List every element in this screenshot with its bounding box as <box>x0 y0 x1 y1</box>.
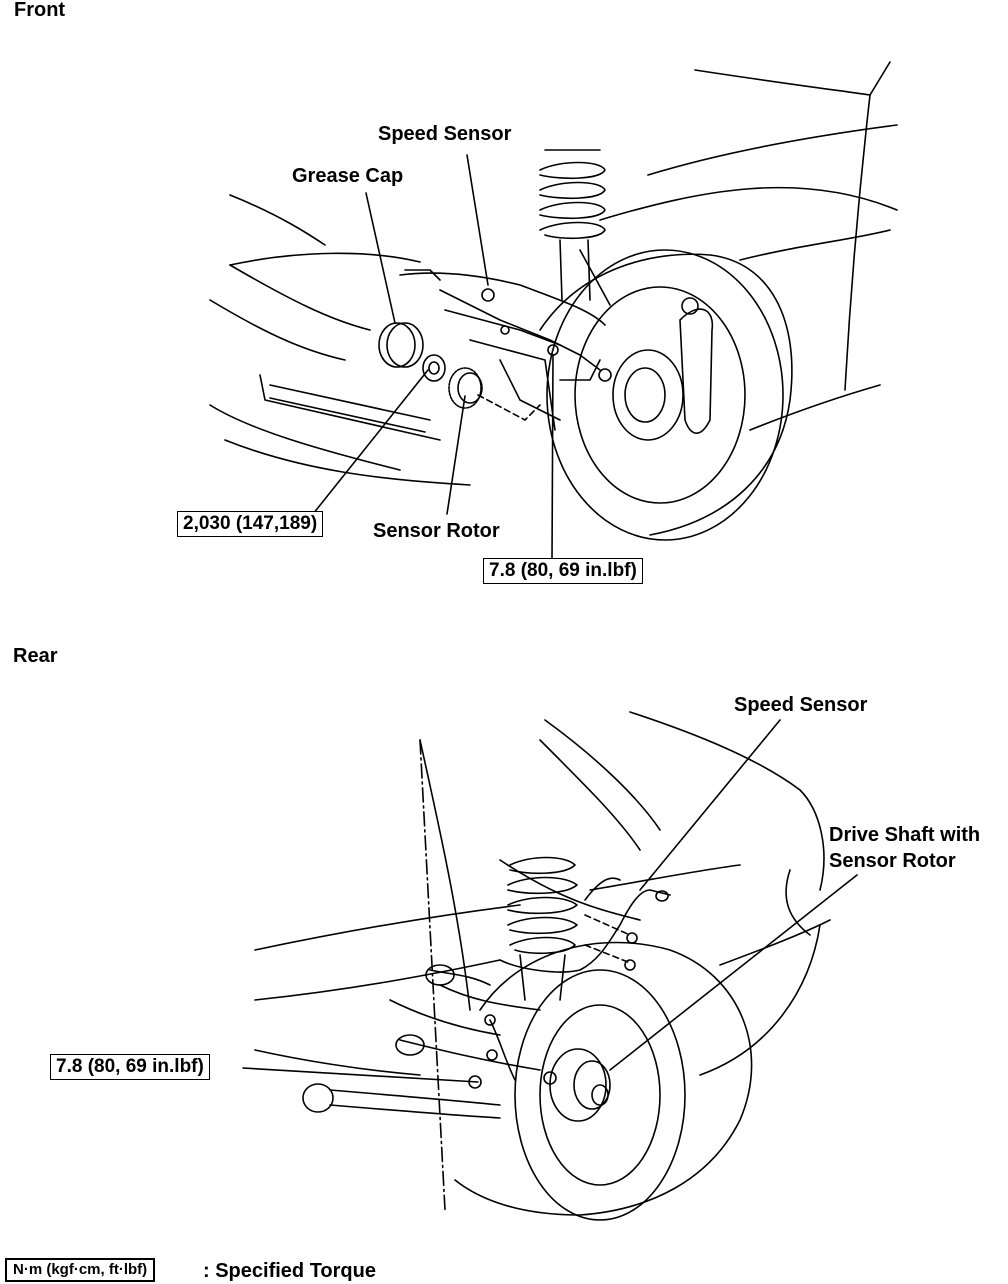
front-speed-sensor-label: Speed Sensor <box>378 123 512 145</box>
rear-drive-shaft-label-line2: Sensor Rotor <box>829 850 956 872</box>
front-hub-nut-torque: 2,030 (147,189) <box>177 511 324 537</box>
front-grease-cap-label: Grease Cap <box>292 165 404 187</box>
rear-speed-sensor-label: Speed Sensor <box>734 694 868 716</box>
front-bolt-torque: 7.8 (80, 69 in.lbf) <box>483 558 643 584</box>
front-heading: Front <box>14 0 66 21</box>
rear-heading: Rear <box>13 645 58 667</box>
torque-unit-legend-box: N·m (kgf·cm, ft·lbf) <box>5 1258 156 1282</box>
rear-drive-shaft-label-line1: Drive Shaft with <box>829 824 981 846</box>
front-sensor-rotor-label: Sensor Rotor <box>373 520 500 542</box>
torque-legend-description: : Specified Torque <box>203 1260 376 1282</box>
rear-assembly-drawing <box>243 712 857 1220</box>
front-assembly-drawing <box>210 62 897 560</box>
rear-bolt-torque: 7.8 (80, 69 in.lbf) <box>50 1054 210 1080</box>
